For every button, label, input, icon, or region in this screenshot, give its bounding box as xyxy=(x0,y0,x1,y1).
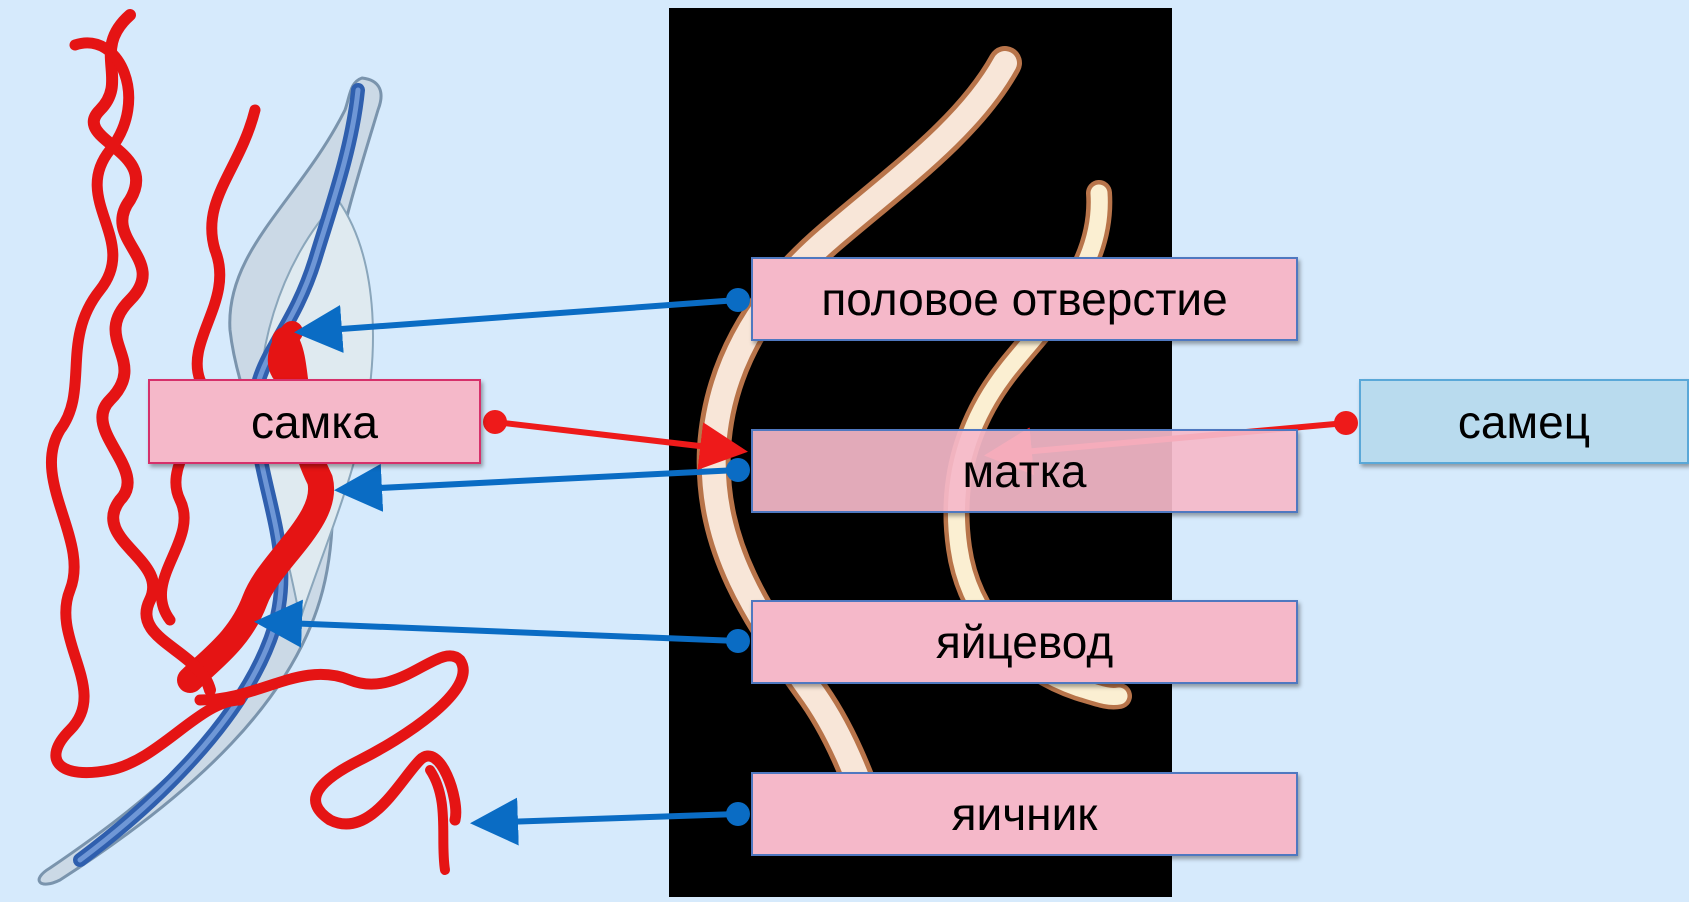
arrow-uterus xyxy=(334,463,739,512)
label-ovary: яичник xyxy=(751,772,1298,856)
label-oviduct: яйцевод xyxy=(751,600,1298,684)
arrow-dot-uterus xyxy=(726,458,750,482)
label-female-text: самка xyxy=(251,395,378,448)
ovary-tube-outer xyxy=(45,37,246,779)
label-oviduct-text: яйцевод xyxy=(935,616,1114,668)
label-male: самец xyxy=(1359,379,1689,464)
label-uterus: матка xyxy=(751,429,1298,513)
arrow-dot-genital-opening xyxy=(726,288,750,312)
ovary-tube-left xyxy=(87,9,216,696)
arrow-dot-male xyxy=(1334,411,1358,435)
label-male-text: самец xyxy=(1457,395,1591,448)
label-uterus-text: матка xyxy=(962,445,1087,497)
arrow-ovary xyxy=(470,797,739,846)
arrow-dot-oviduct xyxy=(726,629,750,653)
ovary-tube-end xyxy=(425,765,450,875)
label-female: самка xyxy=(148,379,481,464)
arrow-female xyxy=(494,419,748,470)
label-genital-opening-text: половое отверстие xyxy=(821,273,1228,325)
arrow-dot-ovary xyxy=(726,802,750,826)
ovary-tube-lower xyxy=(194,650,469,830)
arrow-oviduct xyxy=(254,599,739,648)
genital-opening-shape xyxy=(267,321,303,383)
arrow-dot-female xyxy=(483,410,507,434)
arrow-genital-opening xyxy=(294,297,739,353)
label-genital-opening: половое отверстие xyxy=(751,257,1298,341)
label-ovary-text: яичник xyxy=(951,788,1098,840)
